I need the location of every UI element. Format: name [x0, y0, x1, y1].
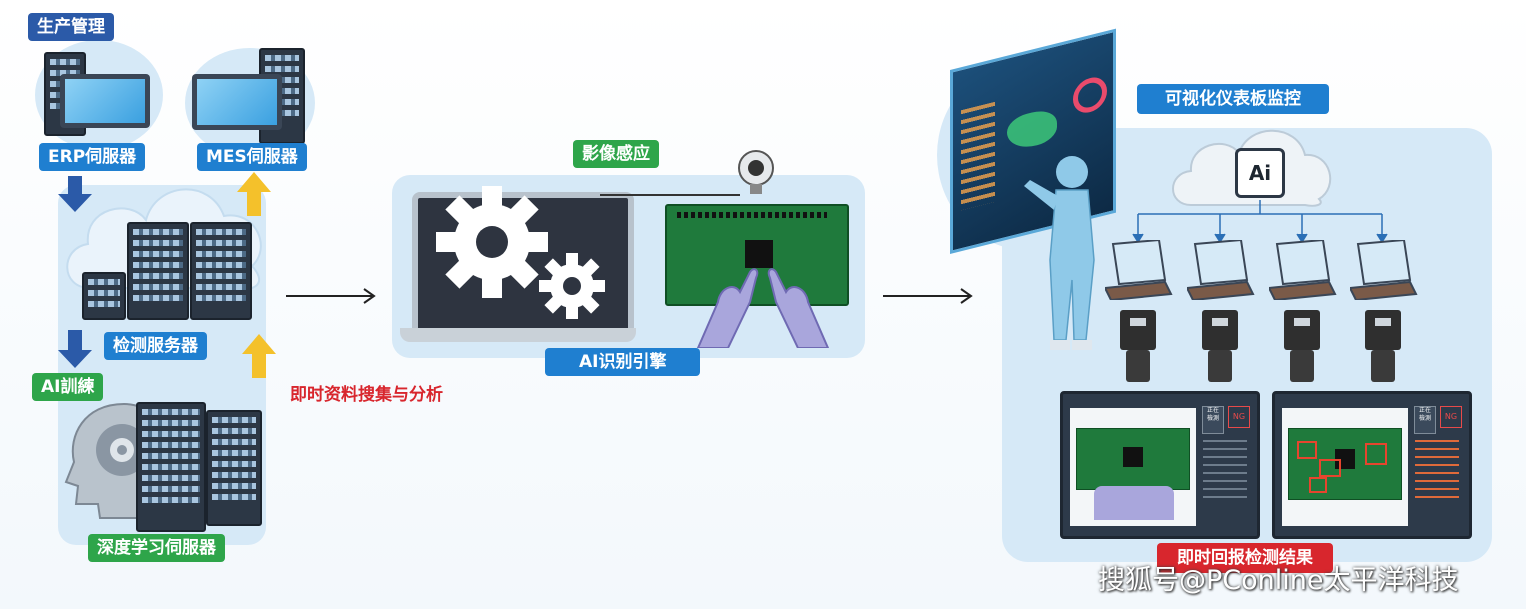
inspection-rack-a	[127, 222, 189, 320]
training-rack-a	[136, 402, 206, 532]
holo-bars	[961, 101, 995, 211]
defect-box-2	[1319, 459, 1341, 477]
result-pcb-2	[1288, 428, 1402, 500]
deep-learning-server-label: 深度学习伺服器	[88, 534, 225, 562]
pcb-chip	[745, 240, 773, 268]
production-title: 生产管理	[28, 13, 114, 41]
inspection-server-label: 检测服务器	[104, 332, 207, 360]
watermark-text: 搜狐号@PConline太平洋科技	[1098, 565, 1459, 596]
inspection-rack-b	[190, 222, 252, 320]
defect-box-1	[1297, 441, 1317, 459]
result-ng-2: NG	[1440, 406, 1462, 428]
industrial-camera-4-icon	[1365, 310, 1401, 382]
large-gear-icon	[436, 186, 548, 298]
industrial-camera-3-icon	[1284, 310, 1320, 382]
result-lines-1	[1203, 440, 1247, 500]
defect-box-3	[1365, 443, 1387, 465]
arrow-mes-up-icon	[237, 172, 271, 216]
erp-monitor	[60, 74, 150, 128]
small-gear-icon	[539, 253, 605, 319]
webcam-icon	[738, 150, 774, 194]
dashboard-title: 可视化仪表板监控	[1137, 84, 1329, 114]
result-report-label: 即时回报检测结果	[1157, 543, 1333, 573]
ai-chip: Ai	[1235, 148, 1285, 198]
result-image-1	[1070, 408, 1196, 526]
flow-arrow-2-icon	[883, 288, 973, 304]
result-lines-2	[1415, 440, 1459, 500]
gloved-hands-icon	[696, 268, 830, 348]
inspection-rack-c	[82, 272, 126, 320]
result-badge-1: 正在 檢測	[1202, 406, 1224, 434]
station-laptop-4-icon	[1350, 240, 1418, 300]
training-rack-b	[206, 410, 262, 526]
holo-donut	[1073, 73, 1107, 117]
imaging-title: 影像感应	[573, 140, 659, 168]
holo-map	[1007, 106, 1057, 153]
result-ng-1: NG	[1228, 406, 1250, 428]
industrial-camera-1-icon	[1120, 310, 1156, 382]
distribution-lines	[1132, 200, 1388, 244]
mes-monitor	[192, 74, 282, 130]
station-laptop-2-icon	[1187, 240, 1255, 300]
result-badge-2: 正在 檢測	[1414, 406, 1436, 434]
ai-chip-text: Ai	[1248, 161, 1272, 185]
station-laptop-1-icon	[1105, 240, 1173, 300]
station-laptop-3-icon	[1269, 240, 1337, 300]
pcb-board	[665, 204, 849, 306]
industrial-camera-2-icon	[1202, 310, 1238, 382]
camera-cable	[600, 194, 740, 196]
result-pcb-1	[1076, 428, 1190, 490]
collection-caption: 即时资料搜集与分析	[290, 385, 443, 405]
result-image-2	[1282, 408, 1408, 526]
result-screen-2: 正在 檢測 NG	[1272, 391, 1472, 539]
flow-arrow-1-icon	[286, 288, 376, 304]
result-screen-1: 正在 檢測 NG	[1060, 391, 1260, 539]
erp-server-label: ERP伺服器	[39, 143, 146, 171]
defect-box-4	[1309, 477, 1327, 493]
result-hands-1	[1094, 486, 1174, 520]
pcb-header-strip	[677, 212, 827, 218]
arrow-erp-down-icon	[58, 176, 92, 212]
mes-server-label: MES伺服器	[197, 143, 307, 171]
cleanroom-engineer-icon	[1024, 156, 1095, 350]
gear-laptop-base	[400, 328, 636, 342]
ai-engine-label: AI识别引擎	[545, 348, 701, 376]
ai-training-title: AI訓練	[32, 373, 104, 401]
arrow-train-up-icon	[242, 334, 276, 378]
arrow-train-down-icon	[58, 330, 92, 368]
